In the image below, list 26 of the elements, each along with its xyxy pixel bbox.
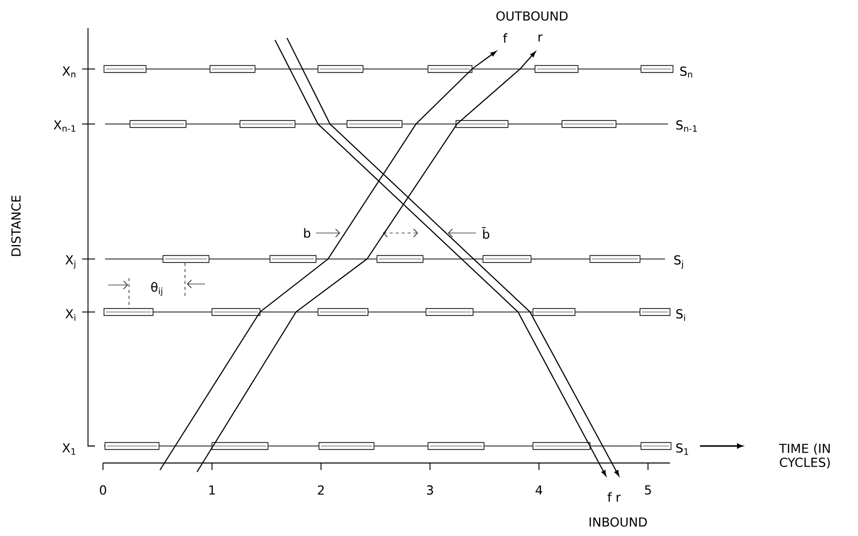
signal-label: S$_{n}$ [680, 66, 692, 78]
bandwidth-label: b [304, 228, 310, 238]
distance-label: X$_{j}$ [65, 255, 76, 269]
trajectory-label: f r [608, 492, 621, 502]
distance-label: X$_{n-1}$ [54, 120, 76, 132]
direction-label: INBOUND [590, 517, 647, 527]
signal-label: S$_{n-1}$ [676, 120, 697, 132]
offset-label: θ$_{ij}$ [151, 282, 162, 296]
tick-label: 4 [536, 485, 542, 495]
tick-label: 5 [645, 485, 651, 495]
tick-label: 1 [209, 485, 215, 495]
distance-label: X$_{n}$ [62, 66, 76, 78]
axis-title: TIME (IN CYCLES) [779, 443, 830, 469]
tick-label: 2 [318, 485, 324, 495]
bandwidth-label: b̄ [482, 227, 490, 239]
tick-label: 3 [427, 485, 433, 495]
tick-label: 0 [100, 485, 106, 495]
distance-label: X$_{1}$ [62, 443, 76, 455]
direction-label: OUTBOUND [496, 11, 568, 21]
trajectory-label: r [538, 34, 543, 42]
distance-label: X$_{i}$ [65, 309, 76, 321]
signal-label: S$_{i}$ [676, 309, 685, 321]
signal-label: S$_{j}$ [674, 255, 683, 269]
axis-title: DISTANCE [11, 196, 21, 256]
signal-label: S$_{1}$ [676, 443, 688, 455]
trajectory-label: f [503, 33, 508, 43]
